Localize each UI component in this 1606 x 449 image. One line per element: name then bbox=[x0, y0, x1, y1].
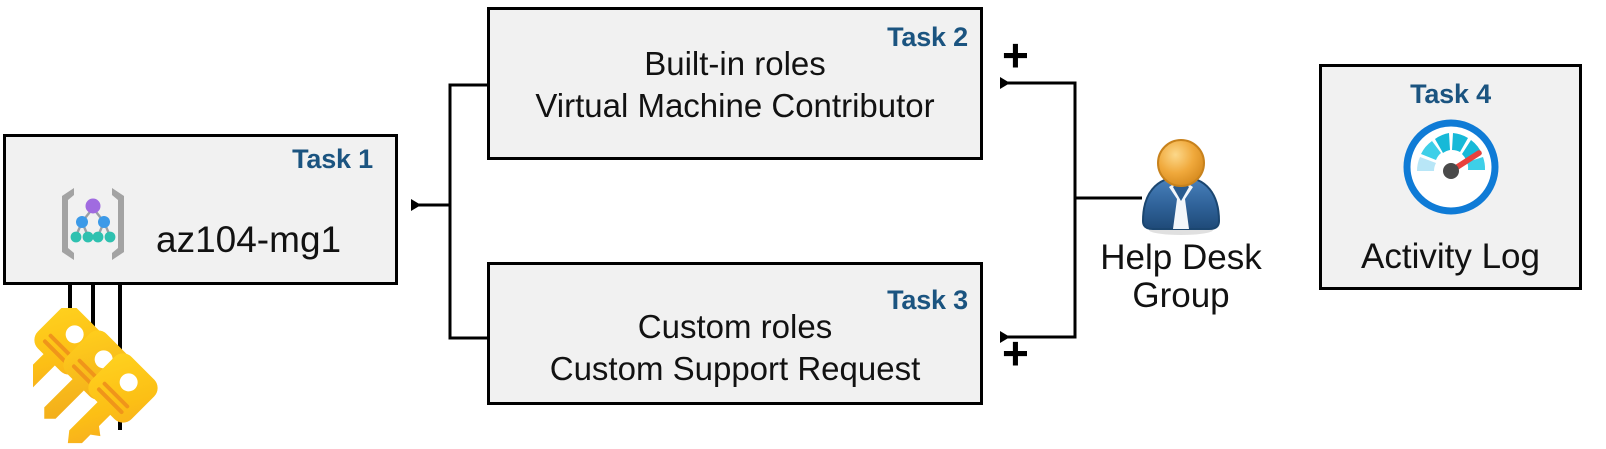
task-3-line2: Custom Support Request bbox=[549, 350, 921, 387]
task-2-box[interactable]: Task 2 Built-in roles Virtual Machine Co… bbox=[487, 7, 983, 160]
task-2-line1: Built-in roles bbox=[644, 45, 826, 82]
user-group-icon bbox=[1141, 139, 1221, 235]
task-2-line2: Virtual Machine Contributor bbox=[535, 87, 935, 124]
task-2-tag: Task 2 bbox=[887, 22, 968, 52]
keys-icon bbox=[33, 308, 158, 444]
task-4-tag: Task 4 bbox=[1410, 79, 1491, 109]
activity-log-gauge-icon bbox=[1403, 119, 1498, 215]
task-1-label: az104-mg1 bbox=[156, 219, 342, 260]
helpdesk-group[interactable]: Help Desk Group bbox=[1086, 137, 1276, 315]
plus-icon-top: + bbox=[1002, 29, 1029, 81]
plus-icon-bottom: + bbox=[1002, 327, 1029, 379]
task-1-box[interactable]: Task 1 az104-mg1 bbox=[3, 134, 398, 285]
connector-roles-to-task1 bbox=[411, 83, 487, 340]
task-3-box[interactable]: Task 3 Custom roles Custom Support Reque… bbox=[487, 262, 983, 405]
management-group-icon bbox=[62, 188, 124, 260]
helpdesk-group-label: Help Desk Group bbox=[1100, 238, 1262, 315]
task-3-line1: Custom roles bbox=[637, 308, 833, 345]
task-4-box[interactable]: Task 4 Activity Log bbox=[1319, 64, 1582, 290]
task-4-label: Activity Log bbox=[1361, 237, 1540, 276]
task-3-tag: Task 3 bbox=[887, 285, 968, 315]
task-1-tag: Task 1 bbox=[292, 144, 373, 174]
